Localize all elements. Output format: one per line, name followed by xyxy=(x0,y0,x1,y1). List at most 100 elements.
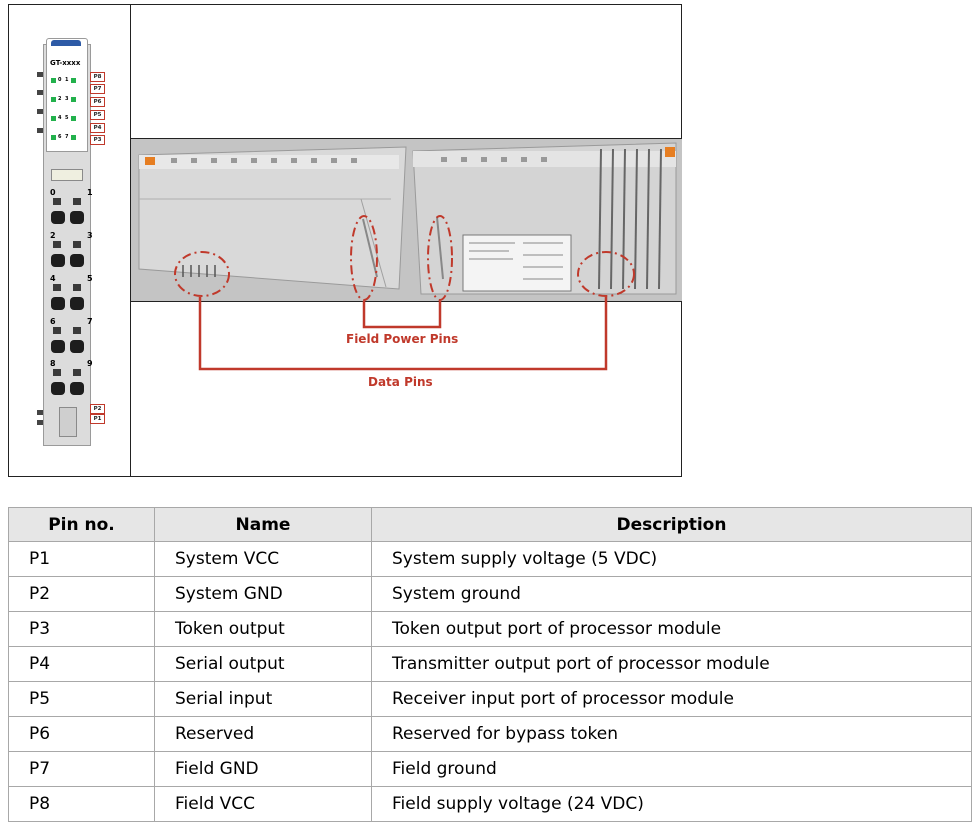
terminal-hole xyxy=(51,297,65,310)
pin-tag-p3: P3 xyxy=(90,135,105,145)
led-icon xyxy=(51,135,56,140)
terminal-hole xyxy=(70,297,84,310)
name-cell: Serial input xyxy=(154,681,372,717)
pin-tag-p1: P1 xyxy=(90,414,105,424)
terminal-hole xyxy=(51,382,65,395)
terminal-hole xyxy=(70,340,84,353)
pin-cell: P7 xyxy=(8,751,155,787)
terminal-number: 1 xyxy=(87,188,93,197)
led-icon xyxy=(71,78,76,83)
name-cell: Field VCC xyxy=(154,786,372,822)
column-header-name: Name xyxy=(154,507,372,542)
terminal-hole xyxy=(51,340,65,353)
terminal-release xyxy=(53,327,61,334)
description-cell: Field supply voltage (24 VDC) xyxy=(371,786,972,822)
description-cell: Field ground xyxy=(371,751,972,787)
led-icon xyxy=(71,97,76,102)
led-row: 6 7 xyxy=(51,134,79,142)
terminal-hole xyxy=(70,211,84,224)
pin-tag-p5: P5 xyxy=(90,110,105,120)
led-row: 0 1 xyxy=(51,77,79,85)
module-title: GT-xxxx xyxy=(50,59,81,67)
side-tab xyxy=(37,72,43,77)
terminal-release xyxy=(53,284,61,291)
table-row: P6 Reserved Reserved for bypass token xyxy=(8,716,972,752)
pin-diagram-figure: GT-xxxx 0 1 2 3 4 5 6 7 xyxy=(8,4,682,477)
led-number: 7 xyxy=(65,134,69,140)
description-cell: Reserved for bypass token xyxy=(371,716,972,752)
terminal-release xyxy=(53,369,61,376)
photo-illustration xyxy=(131,139,682,301)
description-cell: Transmitter output port of processor mod… xyxy=(371,646,972,682)
callout-overlay xyxy=(174,215,635,371)
table-row: P2 System GND System ground xyxy=(8,576,972,612)
led-number: 5 xyxy=(65,115,69,121)
terminal-number: 8 xyxy=(50,359,56,368)
terminal-hole xyxy=(70,254,84,267)
pin-tag-p8: P8 xyxy=(90,72,105,82)
table-row: P3 Token output Token output port of pro… xyxy=(8,611,972,647)
terminal-hole xyxy=(51,254,65,267)
led-number: 4 xyxy=(58,115,62,121)
module-drawing: GT-xxxx 0 1 2 3 4 5 6 7 xyxy=(37,38,105,446)
side-tab xyxy=(37,90,43,95)
description-cell: Receiver input port of processor module xyxy=(371,681,972,717)
side-tab xyxy=(37,109,43,114)
description-cell: Token output port of processor module xyxy=(371,611,972,647)
led-number: 0 xyxy=(58,77,62,83)
name-cell: Reserved xyxy=(154,716,372,752)
terminal-hole xyxy=(70,382,84,395)
terminal-release xyxy=(53,198,61,205)
field-power-pins-label: Field Power Pins xyxy=(346,332,459,346)
led-icon xyxy=(51,97,56,102)
table-row: P4 Serial output Transmitter output port… xyxy=(8,646,972,682)
led-icon xyxy=(71,116,76,121)
terminal-number: 0 xyxy=(50,188,56,197)
led-number: 2 xyxy=(58,96,62,102)
table-row: P8 Field VCC Field supply voltage (24 VD… xyxy=(8,786,972,822)
pin-tag-p2: P2 xyxy=(90,404,105,414)
pin-cell: P2 xyxy=(8,576,155,612)
pin-table: Pin no. Name Description P1 System VCC S… xyxy=(8,507,972,822)
figure-divider xyxy=(130,5,131,476)
name-cell: Token output xyxy=(154,611,372,647)
description-cell: System ground xyxy=(371,576,972,612)
pin-cell: P3 xyxy=(8,611,155,647)
data-pins-label: Data Pins xyxy=(368,375,433,389)
terminal-number: 2 xyxy=(50,231,56,240)
side-tab xyxy=(37,410,43,415)
pin-tag-p4: P4 xyxy=(90,123,105,133)
terminal-number: 6 xyxy=(50,317,56,326)
table-row: P7 Field GND Field ground xyxy=(8,751,972,787)
pin-cell: P1 xyxy=(8,541,155,577)
terminal-number: 4 xyxy=(50,274,56,283)
terminal-release xyxy=(73,327,81,334)
terminal-release xyxy=(73,241,81,248)
column-header-description: Description xyxy=(371,507,972,542)
terminal-number: 7 xyxy=(87,317,93,326)
terminal-release xyxy=(53,241,61,248)
pin-tag-p6: P6 xyxy=(90,97,105,107)
name-cell: Field GND xyxy=(154,751,372,787)
side-tab xyxy=(37,128,43,133)
pin-tag-p7: P7 xyxy=(90,84,105,94)
terminal-release xyxy=(73,198,81,205)
module-photo xyxy=(131,138,682,302)
led-number: 6 xyxy=(58,134,62,140)
table-row: P1 System VCC System supply voltage (5 V… xyxy=(8,541,972,577)
side-tab xyxy=(37,420,43,425)
led-number: 3 xyxy=(65,96,69,102)
module-top-cap xyxy=(51,40,81,46)
terminal-release xyxy=(73,284,81,291)
pin-cell: P6 xyxy=(8,716,155,752)
led-row: 4 5 xyxy=(51,115,79,123)
table-row: P5 Serial input Receiver input port of p… xyxy=(8,681,972,717)
pin-cell: P5 xyxy=(8,681,155,717)
description-cell: System supply voltage (5 VDC) xyxy=(371,541,972,577)
terminal-number: 9 xyxy=(87,359,93,368)
name-cell: Serial output xyxy=(154,646,372,682)
module-latch xyxy=(59,407,77,437)
terminal-hole xyxy=(51,211,65,224)
led-number: 1 xyxy=(65,77,69,83)
led-icon xyxy=(51,78,56,83)
